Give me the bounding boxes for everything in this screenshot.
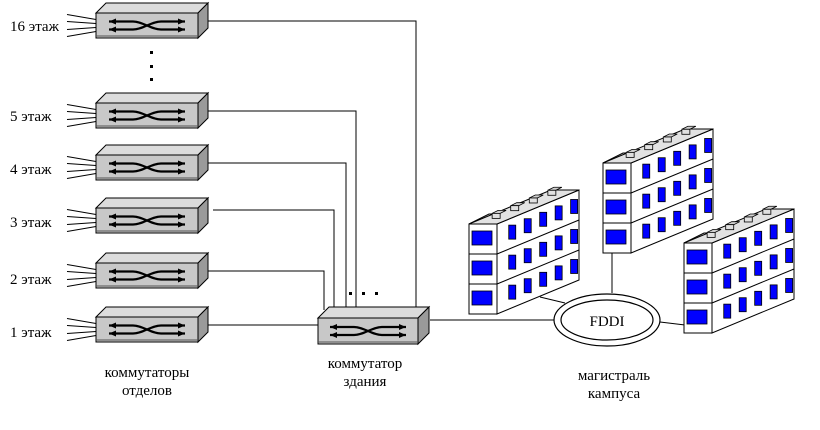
switch-cross-icon [109, 270, 185, 281]
building-switch-caption: коммутатор здания [310, 355, 420, 391]
campus-building-left [468, 186, 580, 315]
workstation-wires [66, 14, 97, 37]
dept-switch-2 [94, 251, 210, 290]
fddi-label: FDDI [589, 314, 624, 330]
department-switches [66, 1, 210, 344]
switch-arrowheads [109, 268, 185, 283]
floor-label-4: 4 этаж [10, 162, 52, 178]
dept-switch-4 [94, 143, 210, 182]
port-ellipsis [349, 292, 378, 295]
dept-switches-caption: коммутаторы отделов [92, 364, 202, 400]
building-switch [316, 305, 431, 346]
dept-switch-3 [94, 196, 210, 235]
switch-cross-icon [109, 215, 185, 226]
dept-switch-1 [94, 305, 210, 344]
workstation-wires [66, 156, 97, 179]
switch-cross-icon [330, 325, 406, 337]
uplink-lines [208, 20, 686, 326]
dept-switches-caption-line1: коммутаторы [104, 365, 190, 381]
ring-to-building-c [659, 321, 686, 326]
workstation-wires [66, 318, 97, 341]
building-switch-caption-line2: здания [343, 374, 387, 390]
backbone-caption-line2: кампуса [587, 386, 641, 402]
building-switch-caption-line1: коммутатор [327, 356, 403, 372]
dept-switch-5 [94, 91, 210, 130]
floor-label-2: 2 этаж [10, 272, 52, 288]
campus-building-right [683, 205, 795, 334]
uplink-5 [208, 110, 357, 310]
switch-arrowheads [109, 213, 185, 228]
dept-switch-16 [94, 1, 210, 40]
campus-buildings [468, 125, 795, 334]
uplink-3 [213, 209, 335, 310]
building-switch-box [316, 305, 431, 346]
dept-switches-caption-line2: отделов [121, 383, 173, 399]
switch-cross-icon [109, 162, 185, 173]
backbone-caption: магистраль кампуса [559, 367, 669, 403]
floor-label-3: 3 этаж [10, 215, 52, 231]
workstation-wires [66, 209, 97, 232]
uplink-16 [208, 20, 417, 310]
switch-arrowheads [109, 108, 185, 123]
switch-arrowheads [109, 322, 185, 337]
workstation-wires [66, 264, 97, 287]
fddi-ring: FDDI [553, 293, 661, 347]
uplink-2 [208, 270, 325, 310]
workstation-wires [66, 104, 97, 127]
floor-label-16: 16 этаж [10, 19, 59, 35]
backbone-caption-line1: магистраль [577, 368, 651, 384]
switch-arrowheads [330, 324, 406, 338]
floor-label-5: 5 этаж [10, 109, 52, 125]
switch-arrowheads [109, 18, 185, 33]
floor-ellipsis [150, 51, 153, 81]
switch-cross-icon [109, 324, 185, 335]
floor-label-1: 1 этаж [10, 325, 52, 341]
uplink-4 [208, 162, 347, 310]
switch-arrowheads [109, 160, 185, 175]
campus-building-middle [602, 125, 714, 254]
switch-cross-icon [109, 110, 185, 121]
ring-to-building-a [539, 296, 566, 304]
switch-cross-icon [109, 20, 185, 31]
